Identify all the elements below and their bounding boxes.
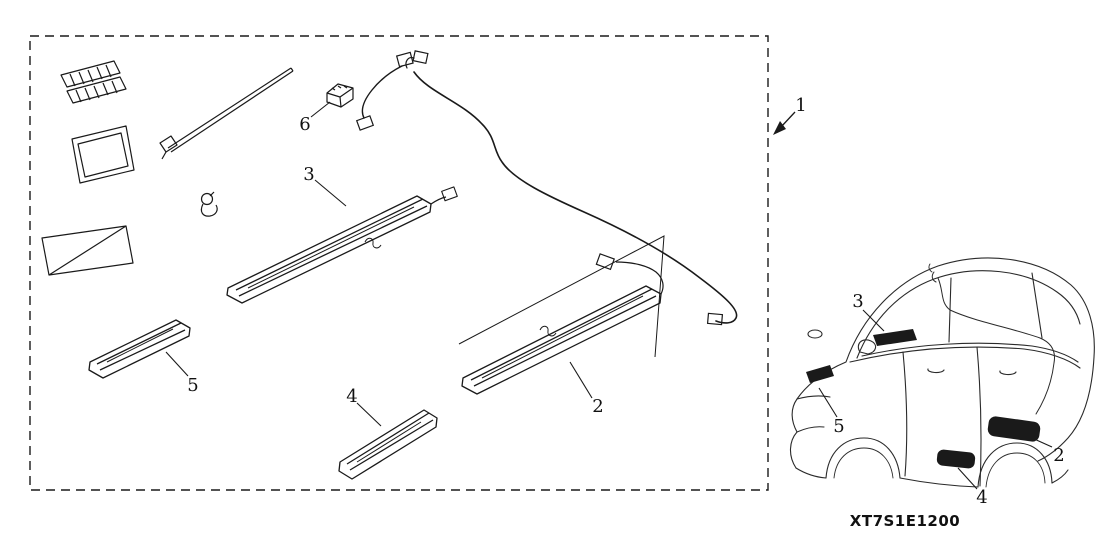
car-marker-3	[873, 329, 917, 346]
callout-6: 6	[299, 114, 310, 135]
callout-5-leader	[165, 351, 189, 377]
car-callout-3: 3	[852, 291, 863, 312]
connector-part-6	[326, 83, 354, 108]
door-sill-garnish-3	[226, 186, 458, 304]
kit-boundary-box	[29, 35, 769, 491]
wire-harness	[361, 57, 738, 324]
adhesive-strip-pads	[60, 60, 127, 104]
harness-connector-blocks	[355, 50, 724, 326]
callout-1-leader	[773, 111, 796, 135]
door-sill-garnish-2	[461, 261, 664, 395]
door-sill-garnish-5	[88, 319, 191, 379]
callout-2-leader	[569, 361, 593, 399]
template-sheet-small	[71, 125, 135, 184]
callout-4: 4	[346, 386, 357, 407]
car-callout-4: 4	[976, 487, 987, 508]
car-callout-2: 2	[1053, 445, 1064, 466]
car-marker-5	[806, 365, 834, 383]
car-garnish-location-markers	[806, 329, 1041, 469]
car-callout-5: 5	[833, 416, 844, 437]
callout-6-leader	[310, 101, 331, 118]
callout-3: 3	[303, 164, 314, 185]
callout-3-leader	[314, 179, 347, 207]
harness-clip	[200, 191, 218, 217]
backing-template-panel	[458, 235, 665, 358]
part-code: XT7S1E1200	[850, 512, 960, 530]
template-sheet-large	[41, 225, 134, 276]
callout-5: 5	[187, 375, 198, 396]
callout-1: 1	[795, 95, 806, 116]
cable-tie	[159, 67, 294, 160]
callout-2: 2	[592, 396, 603, 417]
car-callout-leaders	[818, 309, 1053, 490]
step-garnish-4	[338, 409, 438, 480]
callout-4-leader	[356, 402, 382, 427]
car-illustration	[789, 257, 1095, 488]
car-marker-2	[987, 416, 1041, 442]
car-marker-4	[936, 449, 976, 469]
